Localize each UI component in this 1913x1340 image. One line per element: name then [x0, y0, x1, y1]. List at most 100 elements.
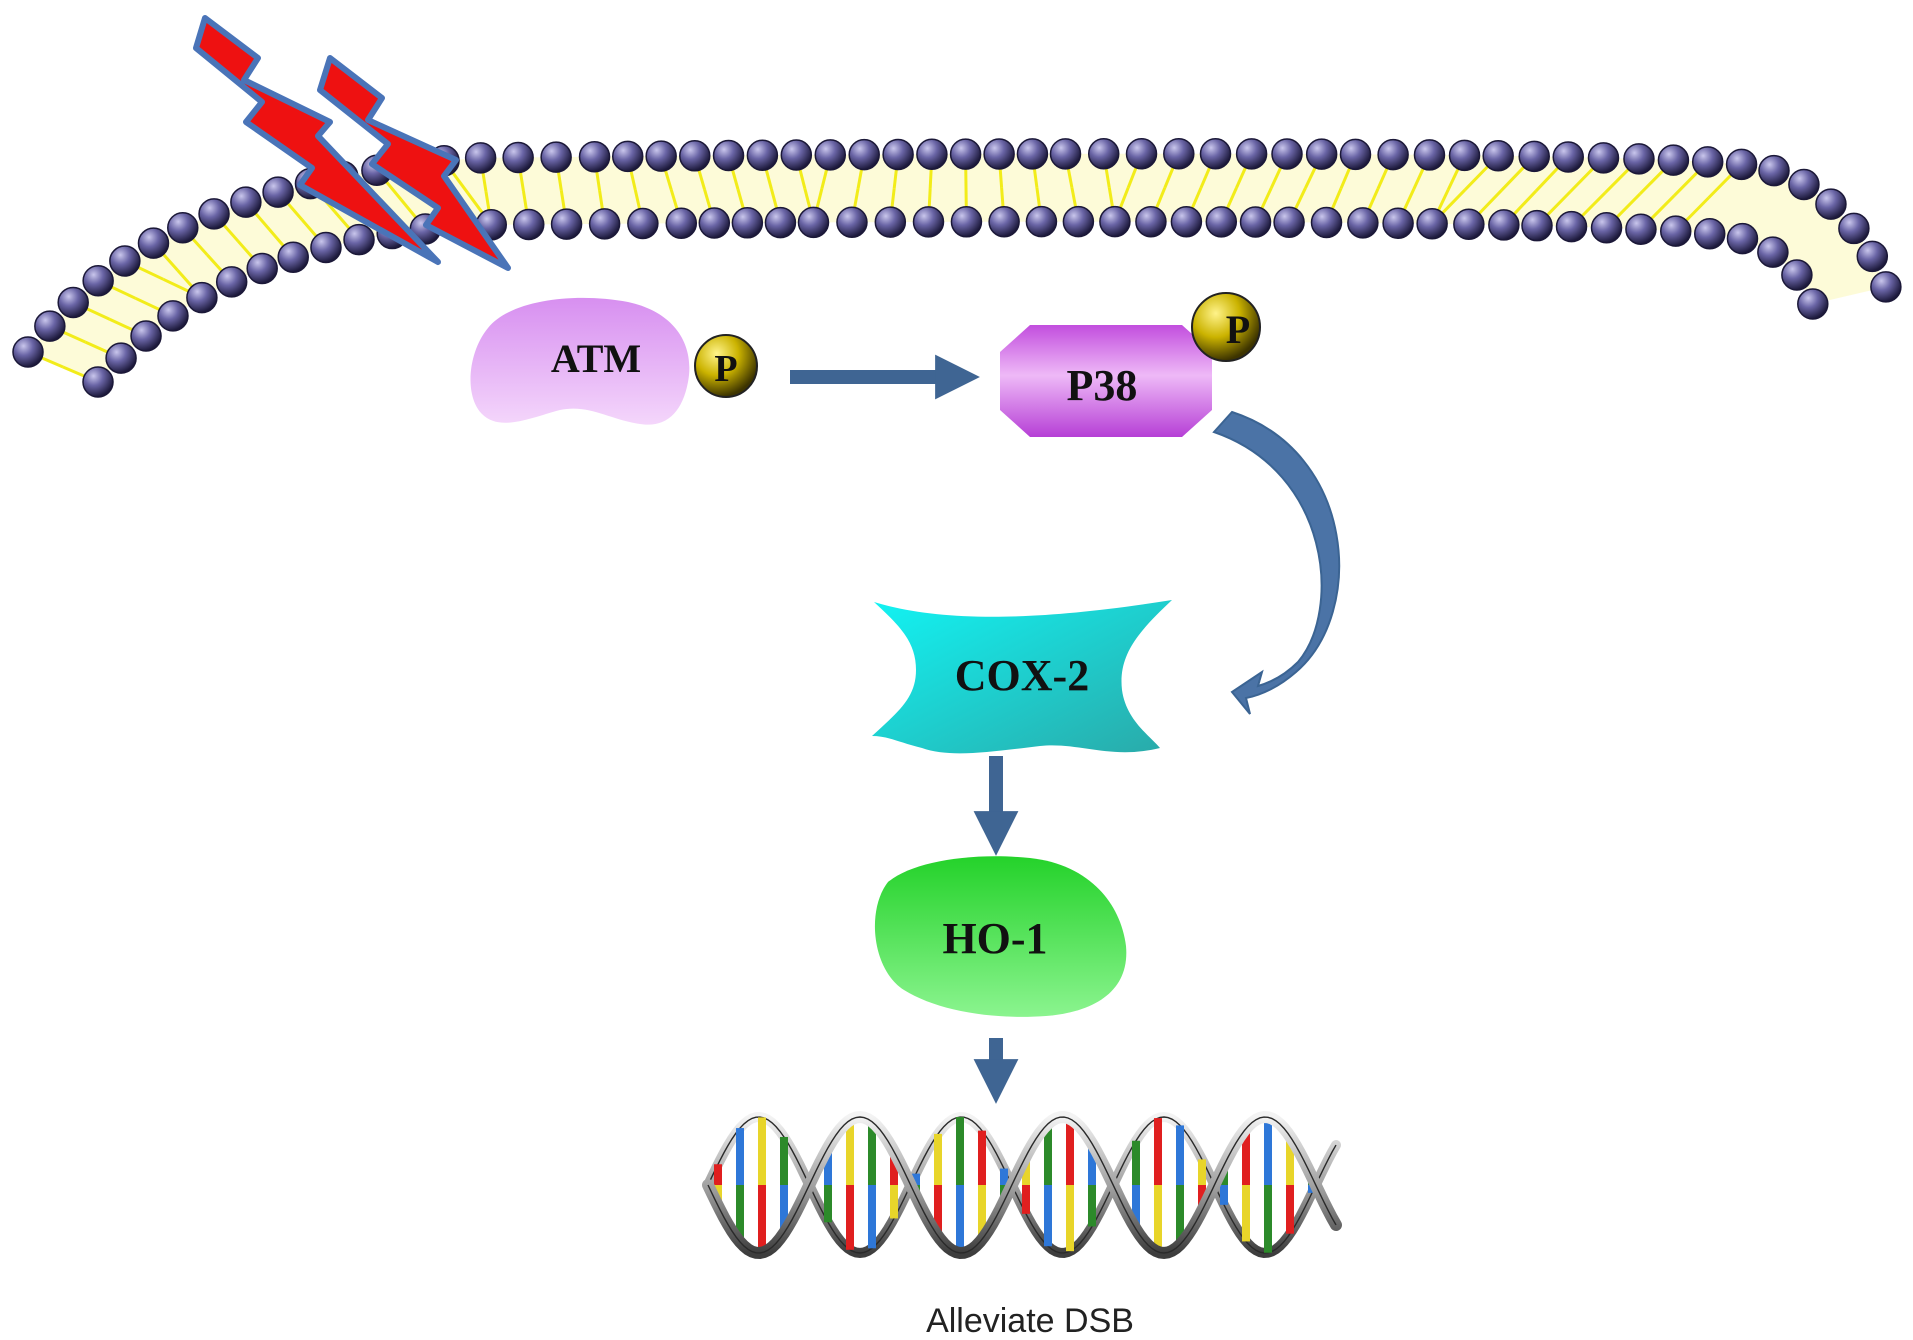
lipid-head — [1199, 138, 1232, 170]
lipid-head — [215, 266, 248, 298]
dna-base-segment — [1044, 1123, 1052, 1185]
lipid-head — [1555, 210, 1588, 243]
lipid-head — [836, 206, 868, 238]
cox2-label: COX-2 — [955, 651, 1089, 700]
dna-base-segment — [1066, 1185, 1074, 1252]
lipid-head — [1657, 144, 1690, 176]
lipid-head — [109, 245, 141, 277]
radiation-lightning-icon — [193, 15, 511, 271]
dna-base-segment — [1066, 1118, 1074, 1185]
lipid-head — [1170, 206, 1203, 238]
lipid-head — [588, 208, 621, 240]
lipid-head — [950, 206, 983, 238]
lipid-head — [1239, 206, 1272, 238]
cox2-protein: COX-2 — [872, 600, 1172, 754]
lipid-head — [1552, 141, 1584, 173]
atm-phospho-label: P — [714, 348, 737, 390]
dna-base-segment — [1022, 1185, 1030, 1214]
dna-base-segment — [780, 1185, 788, 1234]
lipid-head — [1271, 138, 1303, 170]
dna-base-segment — [1000, 1168, 1008, 1185]
dna-base-segment — [758, 1117, 766, 1185]
lipid-head — [310, 231, 342, 264]
lipid-head — [167, 211, 199, 244]
lipid-head — [157, 300, 189, 332]
dna-strand-front-edge — [707, 1116, 1337, 1254]
lipid-head — [611, 140, 644, 173]
lipid-head — [513, 208, 545, 241]
lipid-head — [1590, 212, 1623, 244]
lipid-head — [343, 223, 375, 256]
lipid-head — [1691, 146, 1724, 178]
lipid-head — [230, 186, 262, 218]
lipid-head — [1339, 138, 1372, 171]
lipid-head — [780, 139, 813, 171]
lipid-head — [1448, 139, 1481, 172]
lipid-head — [550, 208, 583, 240]
lipid-head — [1347, 207, 1379, 239]
lipid-head — [262, 176, 294, 208]
lipid-head — [983, 138, 1015, 170]
lipid-head — [1781, 259, 1813, 291]
dna-base-segment — [1044, 1185, 1052, 1247]
lipid-head — [540, 141, 572, 173]
lipid-head — [1788, 168, 1820, 201]
dna-base-segment — [736, 1185, 744, 1242]
lipid-head — [1416, 207, 1448, 240]
lipid-head — [130, 320, 162, 352]
atm-label: ATM — [551, 336, 641, 381]
dna-base-segment — [956, 1117, 964, 1185]
dna-base-segment — [868, 1121, 876, 1185]
lipid-head — [1488, 209, 1520, 241]
dna-base-segment — [1154, 1118, 1162, 1185]
lipid-head — [1087, 138, 1120, 170]
dna-base-segment — [1132, 1140, 1140, 1185]
dna-base-segment — [780, 1136, 788, 1185]
lipid-head — [1016, 138, 1049, 170]
lipid-head — [1205, 206, 1238, 238]
lipid-head — [502, 141, 534, 174]
dna-base-segment — [1220, 1185, 1228, 1205]
dna-base-segment — [1264, 1185, 1272, 1253]
lipid-head — [1382, 207, 1414, 239]
dna-base-segment — [1088, 1143, 1096, 1185]
dna-base-segment — [846, 1120, 854, 1185]
cell-membrane — [12, 137, 1902, 398]
dna-base-segment — [890, 1185, 898, 1219]
lipid-head — [698, 207, 731, 239]
dna-base-segment — [1022, 1156, 1030, 1185]
ho1-protein: HO-1 — [874, 856, 1127, 1017]
lipid-head — [1235, 138, 1268, 170]
lipid-head — [34, 310, 66, 342]
lipid-head — [1870, 271, 1902, 303]
lipid-head — [1758, 154, 1790, 187]
lipid-head — [912, 206, 945, 238]
p38-phospho-group: P — [1191, 292, 1261, 362]
lipid-head — [1659, 215, 1692, 247]
lipid-head — [1815, 188, 1847, 220]
lipid-head — [1623, 143, 1655, 175]
lipid-head — [1482, 140, 1514, 172]
lipid-head — [1135, 205, 1167, 238]
lipid-head — [246, 252, 278, 285]
lipid-head — [1726, 222, 1759, 255]
lipid-head — [1521, 209, 1553, 242]
dna-base-segment — [758, 1185, 766, 1253]
lipid-head — [731, 207, 764, 239]
lipid-head — [665, 207, 698, 239]
lipid-head — [1725, 148, 1758, 181]
dna-base-segment — [1264, 1117, 1272, 1185]
atm-phospho-group: P — [694, 334, 758, 398]
lipid-head — [1693, 218, 1726, 250]
lipid-head — [1305, 138, 1338, 170]
lipid-head — [988, 205, 1020, 238]
lipid-head — [1413, 139, 1446, 171]
dna-base-segment — [890, 1151, 898, 1185]
atm-protein: ATM — [470, 297, 690, 425]
lipid-head — [186, 281, 218, 314]
lipid-head — [464, 142, 497, 174]
lipid-head — [82, 265, 114, 297]
lipid-head — [1625, 213, 1657, 245]
lipid-head — [1856, 240, 1889, 273]
